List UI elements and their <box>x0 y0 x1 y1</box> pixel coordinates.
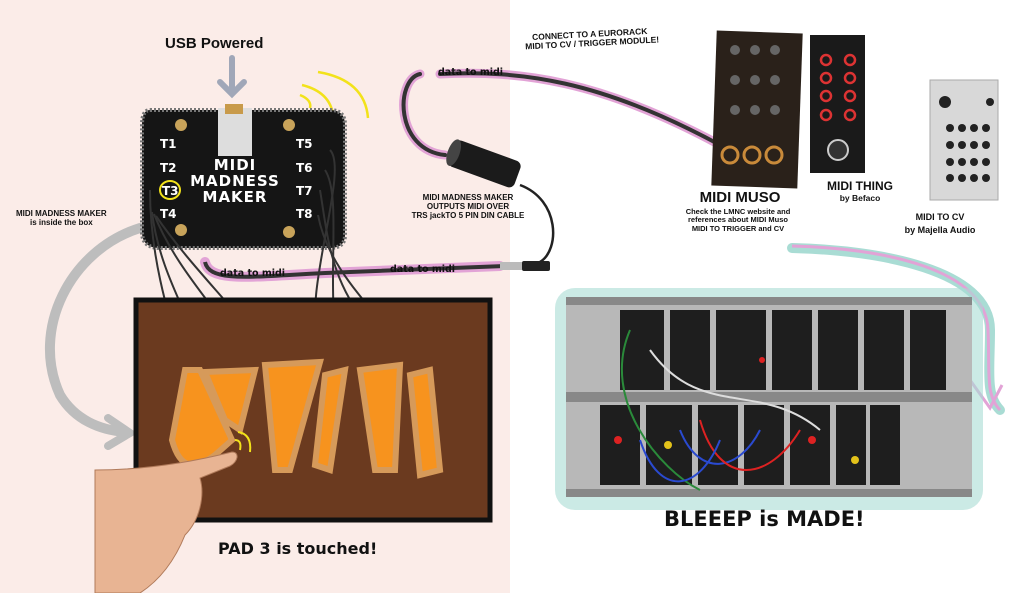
pad-caption: PAD 3 is touched! <box>218 539 378 558</box>
board-name-line: MIDI <box>213 156 257 174</box>
midi-thing-maker: by Befaco <box>839 193 881 203</box>
board-name-line: MAKER <box>202 187 268 206</box>
result-caption: BLEEEP is MADE! <box>664 507 865 531</box>
pad-label-t6: T6 <box>296 161 313 175</box>
t3-highlight <box>159 180 181 200</box>
cable <box>401 71 722 157</box>
cable-caption-line: MIDI MADNESS MAKER <box>422 193 514 202</box>
left-caption-line: MIDI MADNESS MAKER <box>16 209 107 218</box>
left-caption: MIDI MADNESS MAKER is inside the box <box>16 209 107 228</box>
cable-caption-line: TRS jackTO 5 PIN DIN CABLE <box>411 210 525 220</box>
usb-powered-label: USB Powered <box>165 35 264 52</box>
usb-arrow-icon <box>217 55 247 99</box>
hand-image <box>94 451 238 593</box>
pad-label-t8: T8 <box>296 207 313 221</box>
cable-halo <box>399 68 725 160</box>
midi-muso-description: Check the LMNC website and references ab… <box>668 207 808 233</box>
pad-label-t1: T1 <box>160 137 177 151</box>
touch-signal-icon <box>234 431 252 453</box>
midi-muso-title: MIDI MUSO <box>699 189 781 206</box>
midi-thing-module <box>810 35 865 173</box>
pad-label-t3: T3 <box>162 184 179 198</box>
cable-caption-line: OUTPUTS MIDI OVER <box>426 201 510 211</box>
mounting-holes <box>175 119 295 238</box>
left-caption-line: is inside the box <box>29 217 93 227</box>
modular-synth-rack <box>566 297 972 497</box>
cable-label: data to midi <box>220 268 286 279</box>
trs-jack <box>500 261 550 271</box>
grey-curved-arrow <box>45 223 145 437</box>
description-line: MIDI TO TRIGGER and CV <box>691 223 785 233</box>
pad-label-t4: T4 <box>160 207 177 221</box>
board-name-line: MADNESS <box>190 171 280 190</box>
midi-to-cv-maker: by Majella Audio <box>904 225 976 235</box>
din-connector <box>446 139 521 188</box>
din-cable <box>519 183 555 264</box>
grey-arrowhead <box>104 414 138 450</box>
cable-label: data to midi <box>438 67 504 78</box>
cable-caption: MIDI MADNESS MAKER OUTPUTS MIDI OVER TRS… <box>408 193 528 220</box>
pad-label-t7: T7 <box>296 184 313 198</box>
microcontroller <box>218 108 252 156</box>
board-name: MIDI MADNESS MAKER <box>185 156 285 206</box>
cable-label: data to midi <box>390 264 456 275</box>
pad-label-t2: T2 <box>160 161 177 175</box>
midi-thing-title: MIDI THING <box>827 179 893 193</box>
midi-muso-module <box>711 30 803 189</box>
midi-to-cv-title: MIDI TO CV <box>915 212 965 222</box>
midi-to-cv-module <box>929 79 999 201</box>
description-line: references about MIDI Muso <box>687 215 789 225</box>
pad-label-t5: T5 <box>296 137 313 151</box>
description-line: Check the LMNC website and <box>685 207 791 216</box>
copper-pads <box>168 358 444 479</box>
